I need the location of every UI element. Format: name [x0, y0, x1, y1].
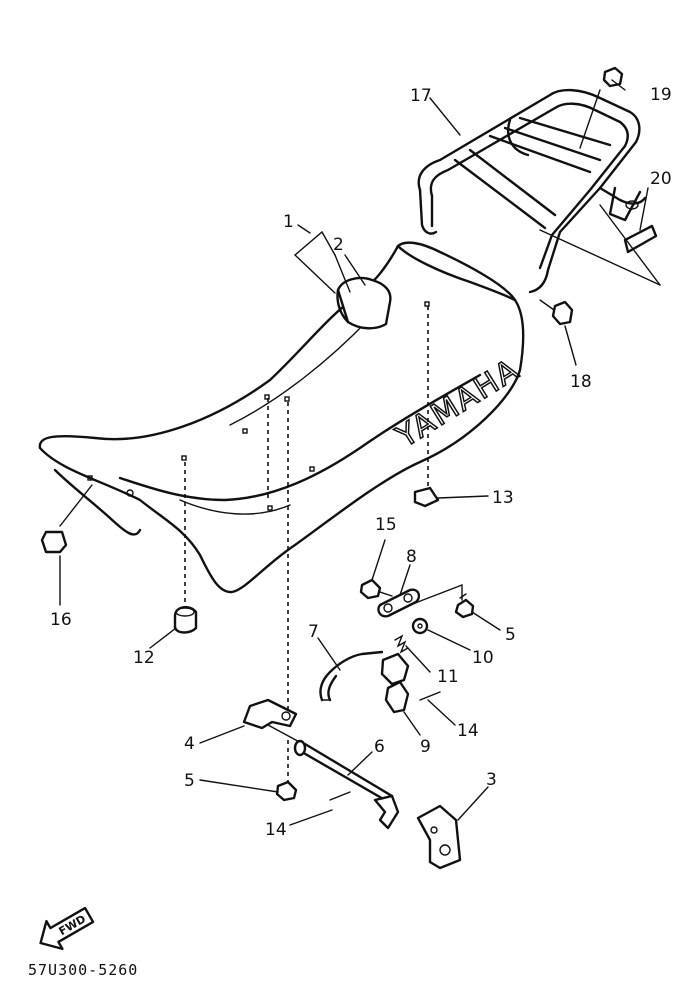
part-10-washer — [411, 617, 429, 635]
callout-15: 15 — [375, 515, 397, 535]
part-3-bracket — [416, 804, 462, 870]
callout-2: 2 — [333, 235, 344, 255]
callout-6: 6 — [374, 737, 385, 757]
part-8-plate — [377, 584, 463, 618]
callout-16: 16 — [50, 610, 72, 630]
part-5-nut-lower — [275, 780, 298, 802]
callout-11: 11 — [437, 667, 459, 687]
callout-5b: 5 — [184, 771, 195, 791]
callout-10: 10 — [472, 648, 494, 668]
part-12-damper — [173, 605, 198, 634]
callout-14b: 14 — [265, 820, 287, 840]
callout-9: 9 — [420, 737, 431, 757]
fwd-arrow: FWD — [39, 906, 95, 951]
callout-14a: 14 — [457, 721, 479, 741]
part-code: 57U300-5260 — [28, 961, 138, 979]
rear-carrier — [417, 88, 647, 294]
callout-12: 12 — [133, 648, 155, 668]
part-4-bracket — [242, 698, 306, 746]
callout-numbers: 1 2 3 4 5 5 6 7 8 9 10 11 12 13 14 14 15… — [50, 85, 672, 840]
part-16-damper — [40, 484, 93, 554]
callout-20: 20 — [650, 169, 672, 189]
callout-8: 8 — [406, 547, 417, 567]
leader-lines — [59, 79, 649, 826]
callout-3: 3 — [486, 770, 497, 790]
callout-7: 7 — [308, 622, 319, 642]
callout-5a: 5 — [505, 625, 516, 645]
seat: YAMAHA — [38, 241, 527, 594]
part-9-lock — [380, 652, 441, 714]
part-13-clip — [413, 486, 440, 508]
callout-18: 18 — [570, 372, 592, 392]
callout-4: 4 — [184, 734, 195, 754]
part-5-nut-upper — [454, 593, 475, 619]
callout-13: 13 — [492, 488, 514, 508]
part-19-bolt — [602, 66, 624, 88]
callout-17: 17 — [410, 86, 432, 106]
part-7-cable — [319, 650, 384, 702]
callout-1: 1 — [283, 212, 294, 232]
part-15-bolt — [359, 578, 393, 600]
part-18-bolt — [539, 299, 574, 326]
part-11-spring — [394, 634, 409, 654]
callout-19: 19 — [650, 85, 672, 105]
part-20-label — [539, 204, 661, 286]
part-6-rod — [293, 739, 400, 830]
